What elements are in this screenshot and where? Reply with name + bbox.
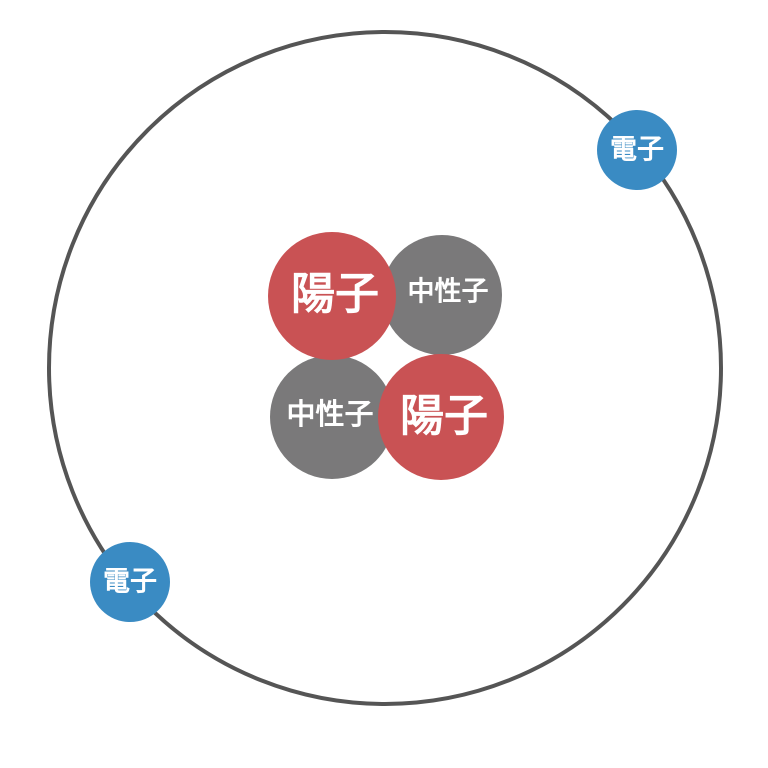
neutron-bottom-left: 中性子	[270, 355, 394, 479]
neutron-label: 中性子	[286, 397, 373, 431]
electron-label: 電子	[610, 135, 664, 166]
electron-top-right: 電子	[597, 110, 677, 190]
proton-top-left: 陽子	[268, 232, 396, 360]
neutron-top-right: 中性子	[382, 235, 502, 355]
proton-bottom-right: 陽子	[378, 354, 504, 480]
electron-orbit	[47, 30, 723, 706]
electron-bottom-left: 電子	[90, 542, 170, 622]
proton-label: 陽子	[400, 391, 488, 442]
neutron-label: 中性子	[408, 277, 489, 308]
electron-label: 電子	[103, 567, 157, 598]
proton-label: 陽子	[291, 269, 379, 320]
